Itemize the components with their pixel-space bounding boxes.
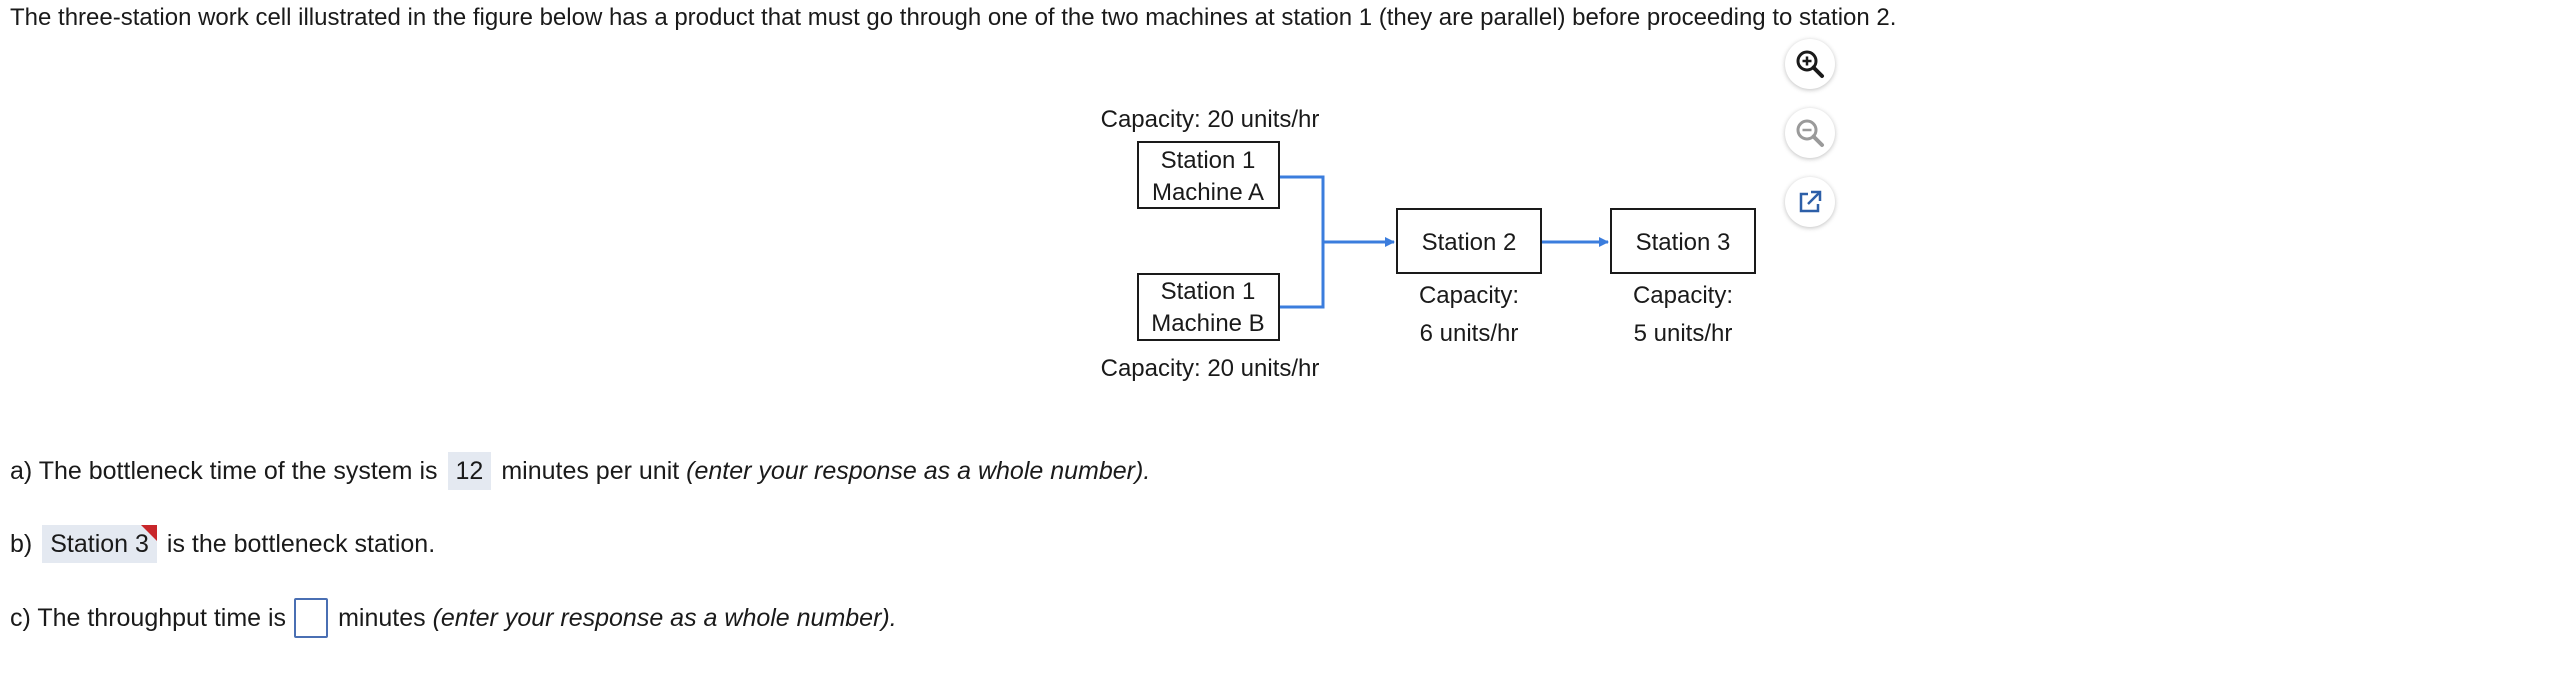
question-a-suffix: minutes per unit [501,456,680,485]
question-b-prefix: b) [10,529,33,558]
throughput-time-input[interactable] [294,598,329,638]
station2-label: Station 2 [1422,229,1517,256]
station2-capacity-line1: Capacity: [1419,282,1519,309]
station3-capacity-line1: Capacity: [1633,282,1733,309]
external-link-icon [1799,190,1822,213]
popout-button[interactable] [1785,177,1835,227]
question-b: b) Station 3 is the bottleneck station. [10,525,435,563]
zoom-in-icon [1796,50,1824,78]
machine-a-capacity: Capacity: 20 units/hr [1101,106,1320,133]
question-a: a) The bottleneck time of the system is … [10,452,1150,490]
question-b-answer[interactable]: Station 3 [42,525,157,563]
merge-connector [1280,175,1325,309]
zoom-out-button[interactable] [1785,108,1835,158]
station3-capacity-line2: 5 units/hr [1634,320,1733,347]
question-a-hint: (enter your response as a whole number). [686,456,1151,485]
station3-label: Station 3 [1636,229,1731,256]
machine-b-box [1137,273,1280,341]
machine-b-line2: Machine B [1151,310,1264,337]
station3-box [1610,208,1756,274]
station2-box [1396,208,1542,274]
machine-b-line1: Station 1 [1161,278,1256,305]
problem-statement: The three-station work cell illustrated … [10,4,1897,31]
question-c: c) The throughput time is minutes (enter… [10,598,897,638]
machine-a-line2: Machine A [1152,179,1264,206]
machine-a-line1: Station 1 [1161,147,1256,174]
machine-b-capacity: Capacity: 20 units/hr [1101,355,1320,382]
work-cell-diagram: Capacity: 20 units/hr Station 1 Machine … [1101,106,1756,382]
question-a-prefix: a) The bottleneck time of the system is [10,456,438,485]
zoom-out-icon [1796,119,1824,147]
question-c-hint: (enter your response as a whole number). [432,603,897,632]
station2-capacity-line2: 6 units/hr [1420,320,1519,347]
question-c-suffix: minutes [338,603,426,632]
question-a-answer[interactable]: 12 [447,452,492,490]
question-b-suffix: is the bottleneck station. [166,529,436,558]
zoom-in-button[interactable] [1785,39,1835,89]
question-c-prefix: c) The throughput time is [10,603,287,632]
machine-a-box [1137,141,1280,209]
